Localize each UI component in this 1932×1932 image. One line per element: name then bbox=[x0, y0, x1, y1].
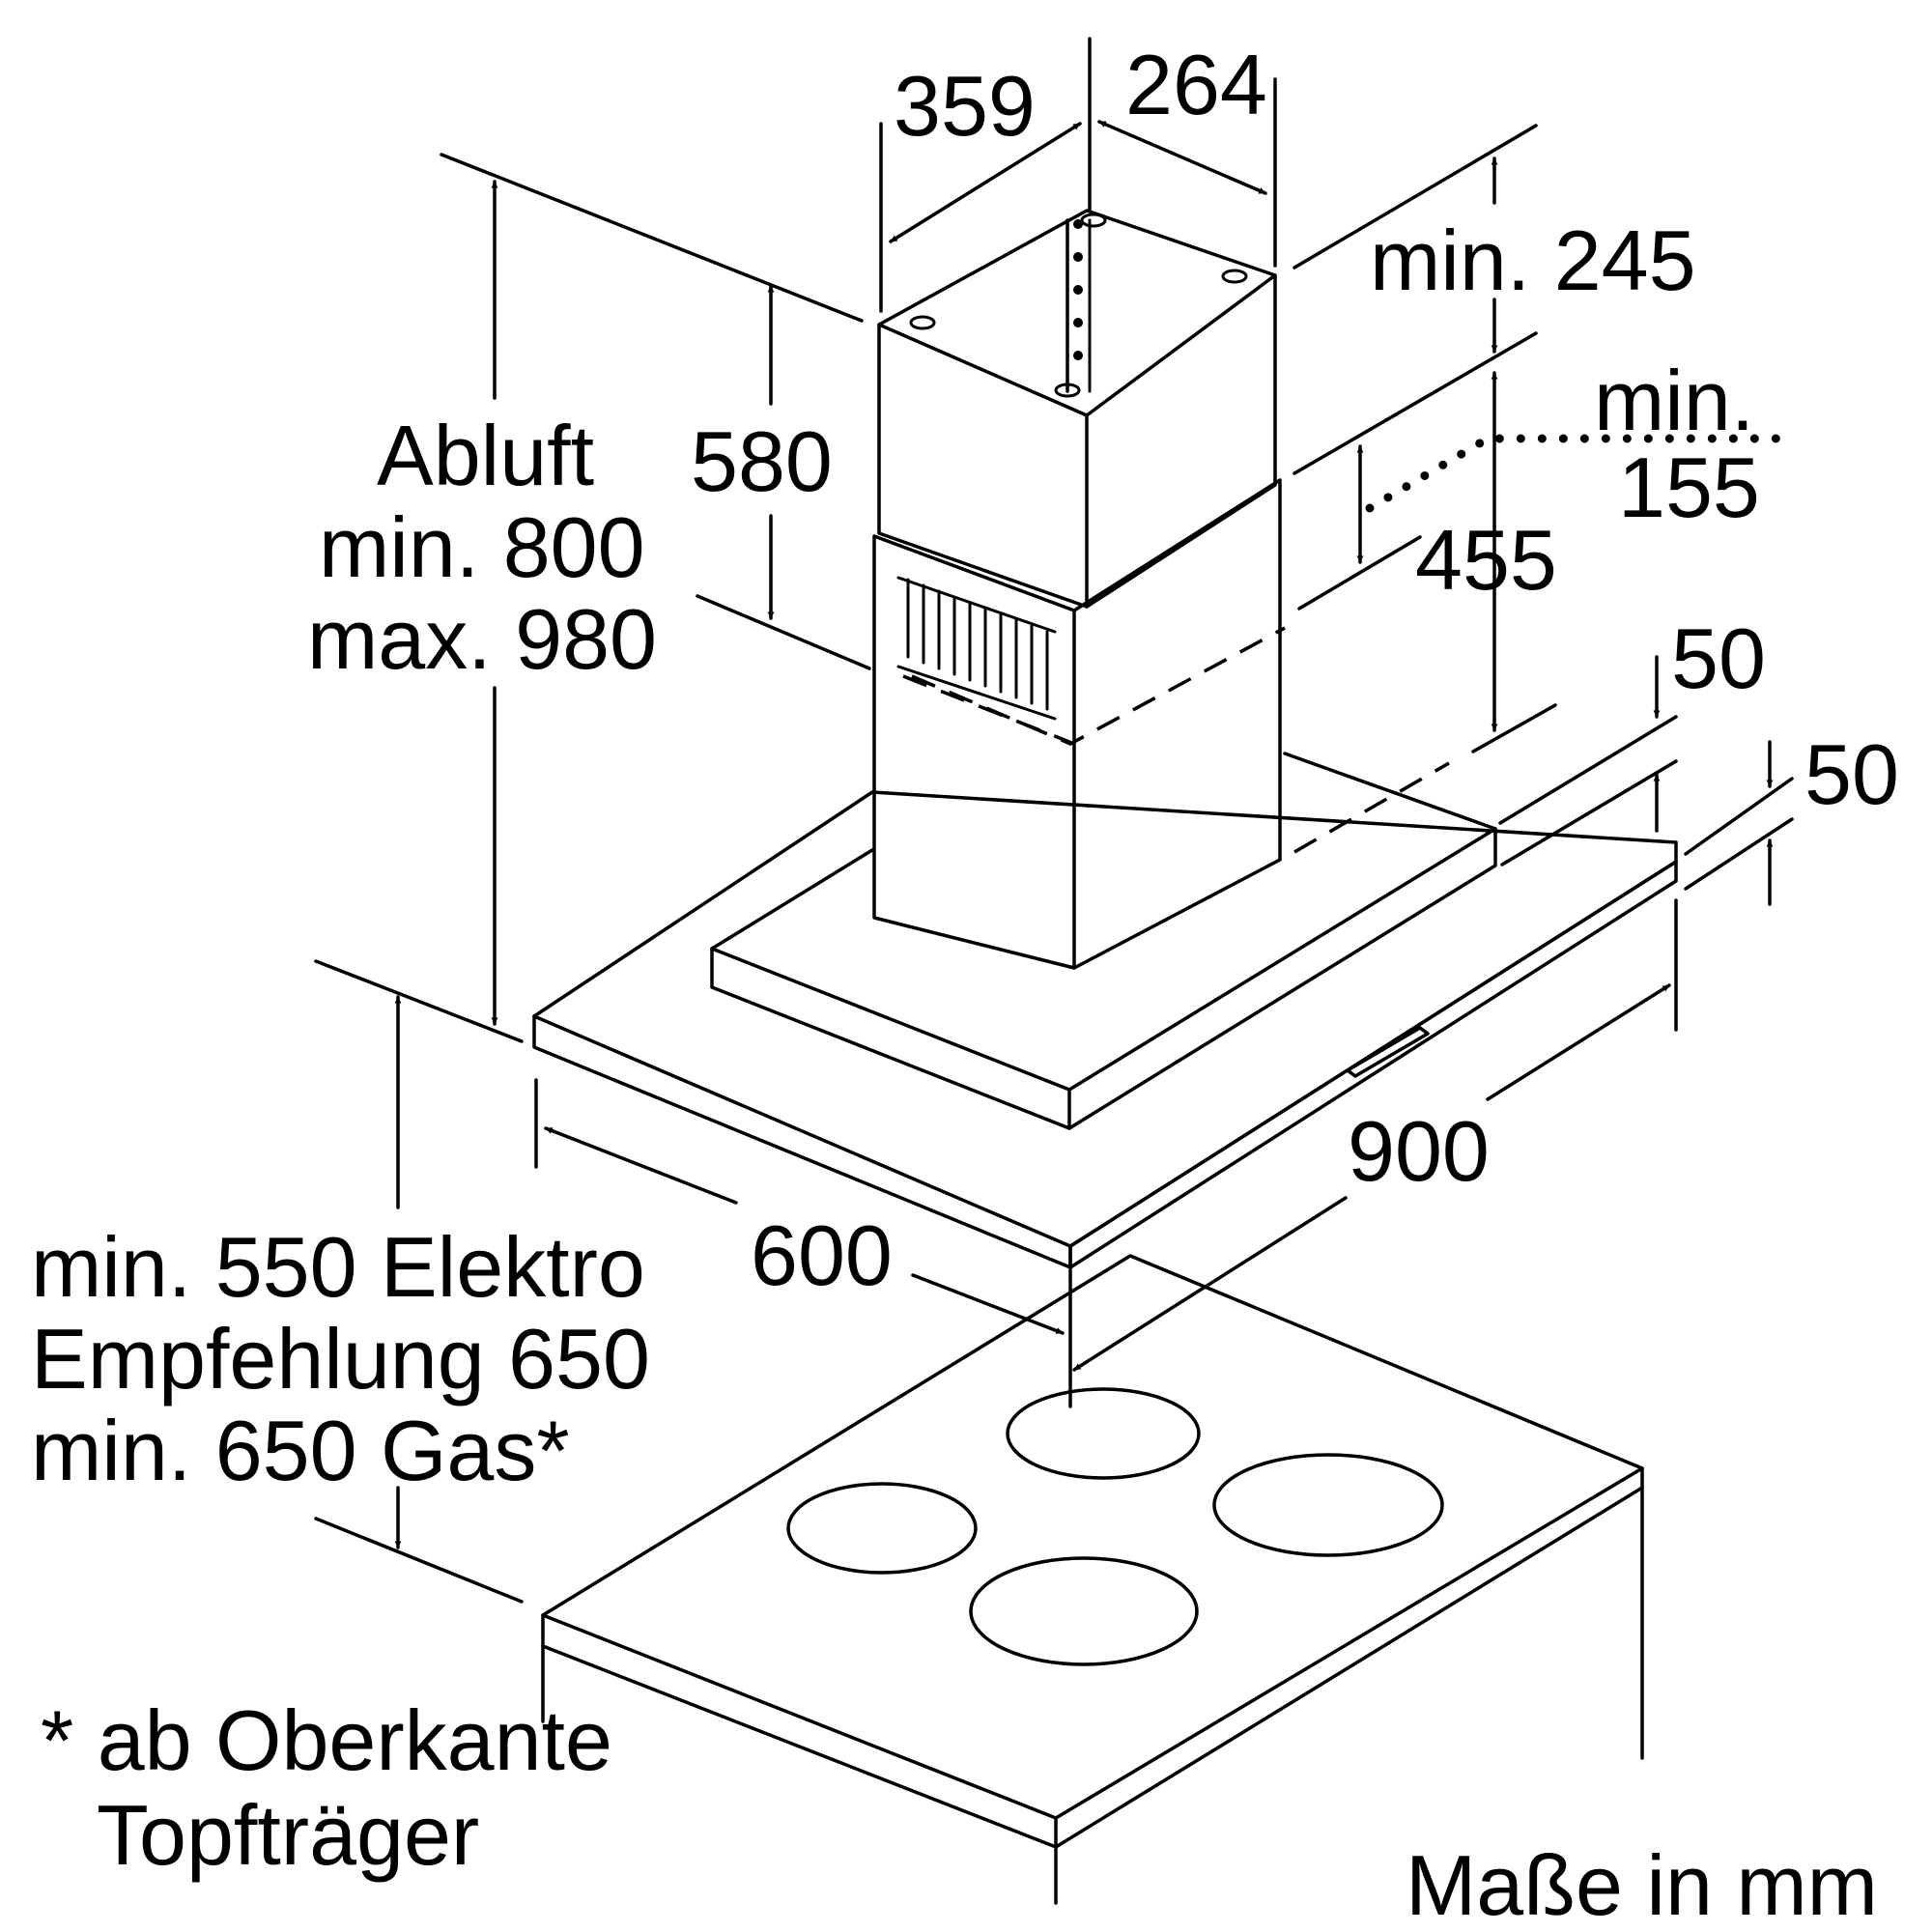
abluft-label-line2: min. 800 bbox=[319, 499, 645, 595]
dimension-min-245-label: min. 245 bbox=[1370, 213, 1696, 308]
burner-back-left bbox=[1006, 1387, 1201, 1480]
dimension-arrow-icon bbox=[1486, 983, 1671, 1101]
dimension-50-upper-label: 50 bbox=[1671, 611, 1766, 706]
dimension-50-lower-label: 50 bbox=[1804, 726, 1899, 822]
footnote-line1: * ab Oberkante bbox=[41, 1692, 612, 1788]
burner-front-right bbox=[969, 1556, 1199, 1666]
burner-back-right bbox=[1212, 1453, 1444, 1557]
dimension-359-label: 359 bbox=[894, 58, 1036, 154]
cooktop-drawing bbox=[541, 1254, 1644, 1905]
dimension-arrow-icon bbox=[1097, 120, 1267, 195]
dimension-900-label: 900 bbox=[1348, 1103, 1490, 1199]
clearance-label-line2: Empfehlung 650 bbox=[31, 1311, 650, 1406]
dimension-arrow-icon bbox=[544, 1126, 738, 1205]
units-label: Maße in mm bbox=[1406, 1837, 1878, 1932]
dimension-264-label: 264 bbox=[1125, 37, 1267, 132]
dimension-arrow-icon bbox=[1072, 1196, 1348, 1372]
vent-slots bbox=[896, 576, 1057, 721]
abluft-label-line3: max. 980 bbox=[307, 591, 657, 687]
dimension-arrow-icon bbox=[911, 1273, 1065, 1335]
dimension-min-155-label-line2: 155 bbox=[1618, 440, 1760, 535]
dimension-600-label: 600 bbox=[751, 1208, 893, 1303]
abluft-label-line1: Abluft bbox=[377, 408, 594, 503]
dimension-min-155-label-line1: min. bbox=[1594, 353, 1754, 448]
dimension-580-label: 580 bbox=[691, 413, 833, 509]
footnote-line2: Topfträger bbox=[97, 1787, 479, 1883]
hood-drawing bbox=[532, 209, 1678, 1269]
burner-front-left bbox=[786, 1482, 978, 1575]
dimension-455-label: 455 bbox=[1415, 512, 1557, 608]
clearance-label-line3: min. 650 Gas* bbox=[31, 1403, 570, 1498]
dimension-lines bbox=[314, 37, 1794, 1604]
dimension-arrow-icon bbox=[889, 122, 1082, 243]
clearance-label-line1: min. 550 Elektro bbox=[31, 1219, 645, 1315]
